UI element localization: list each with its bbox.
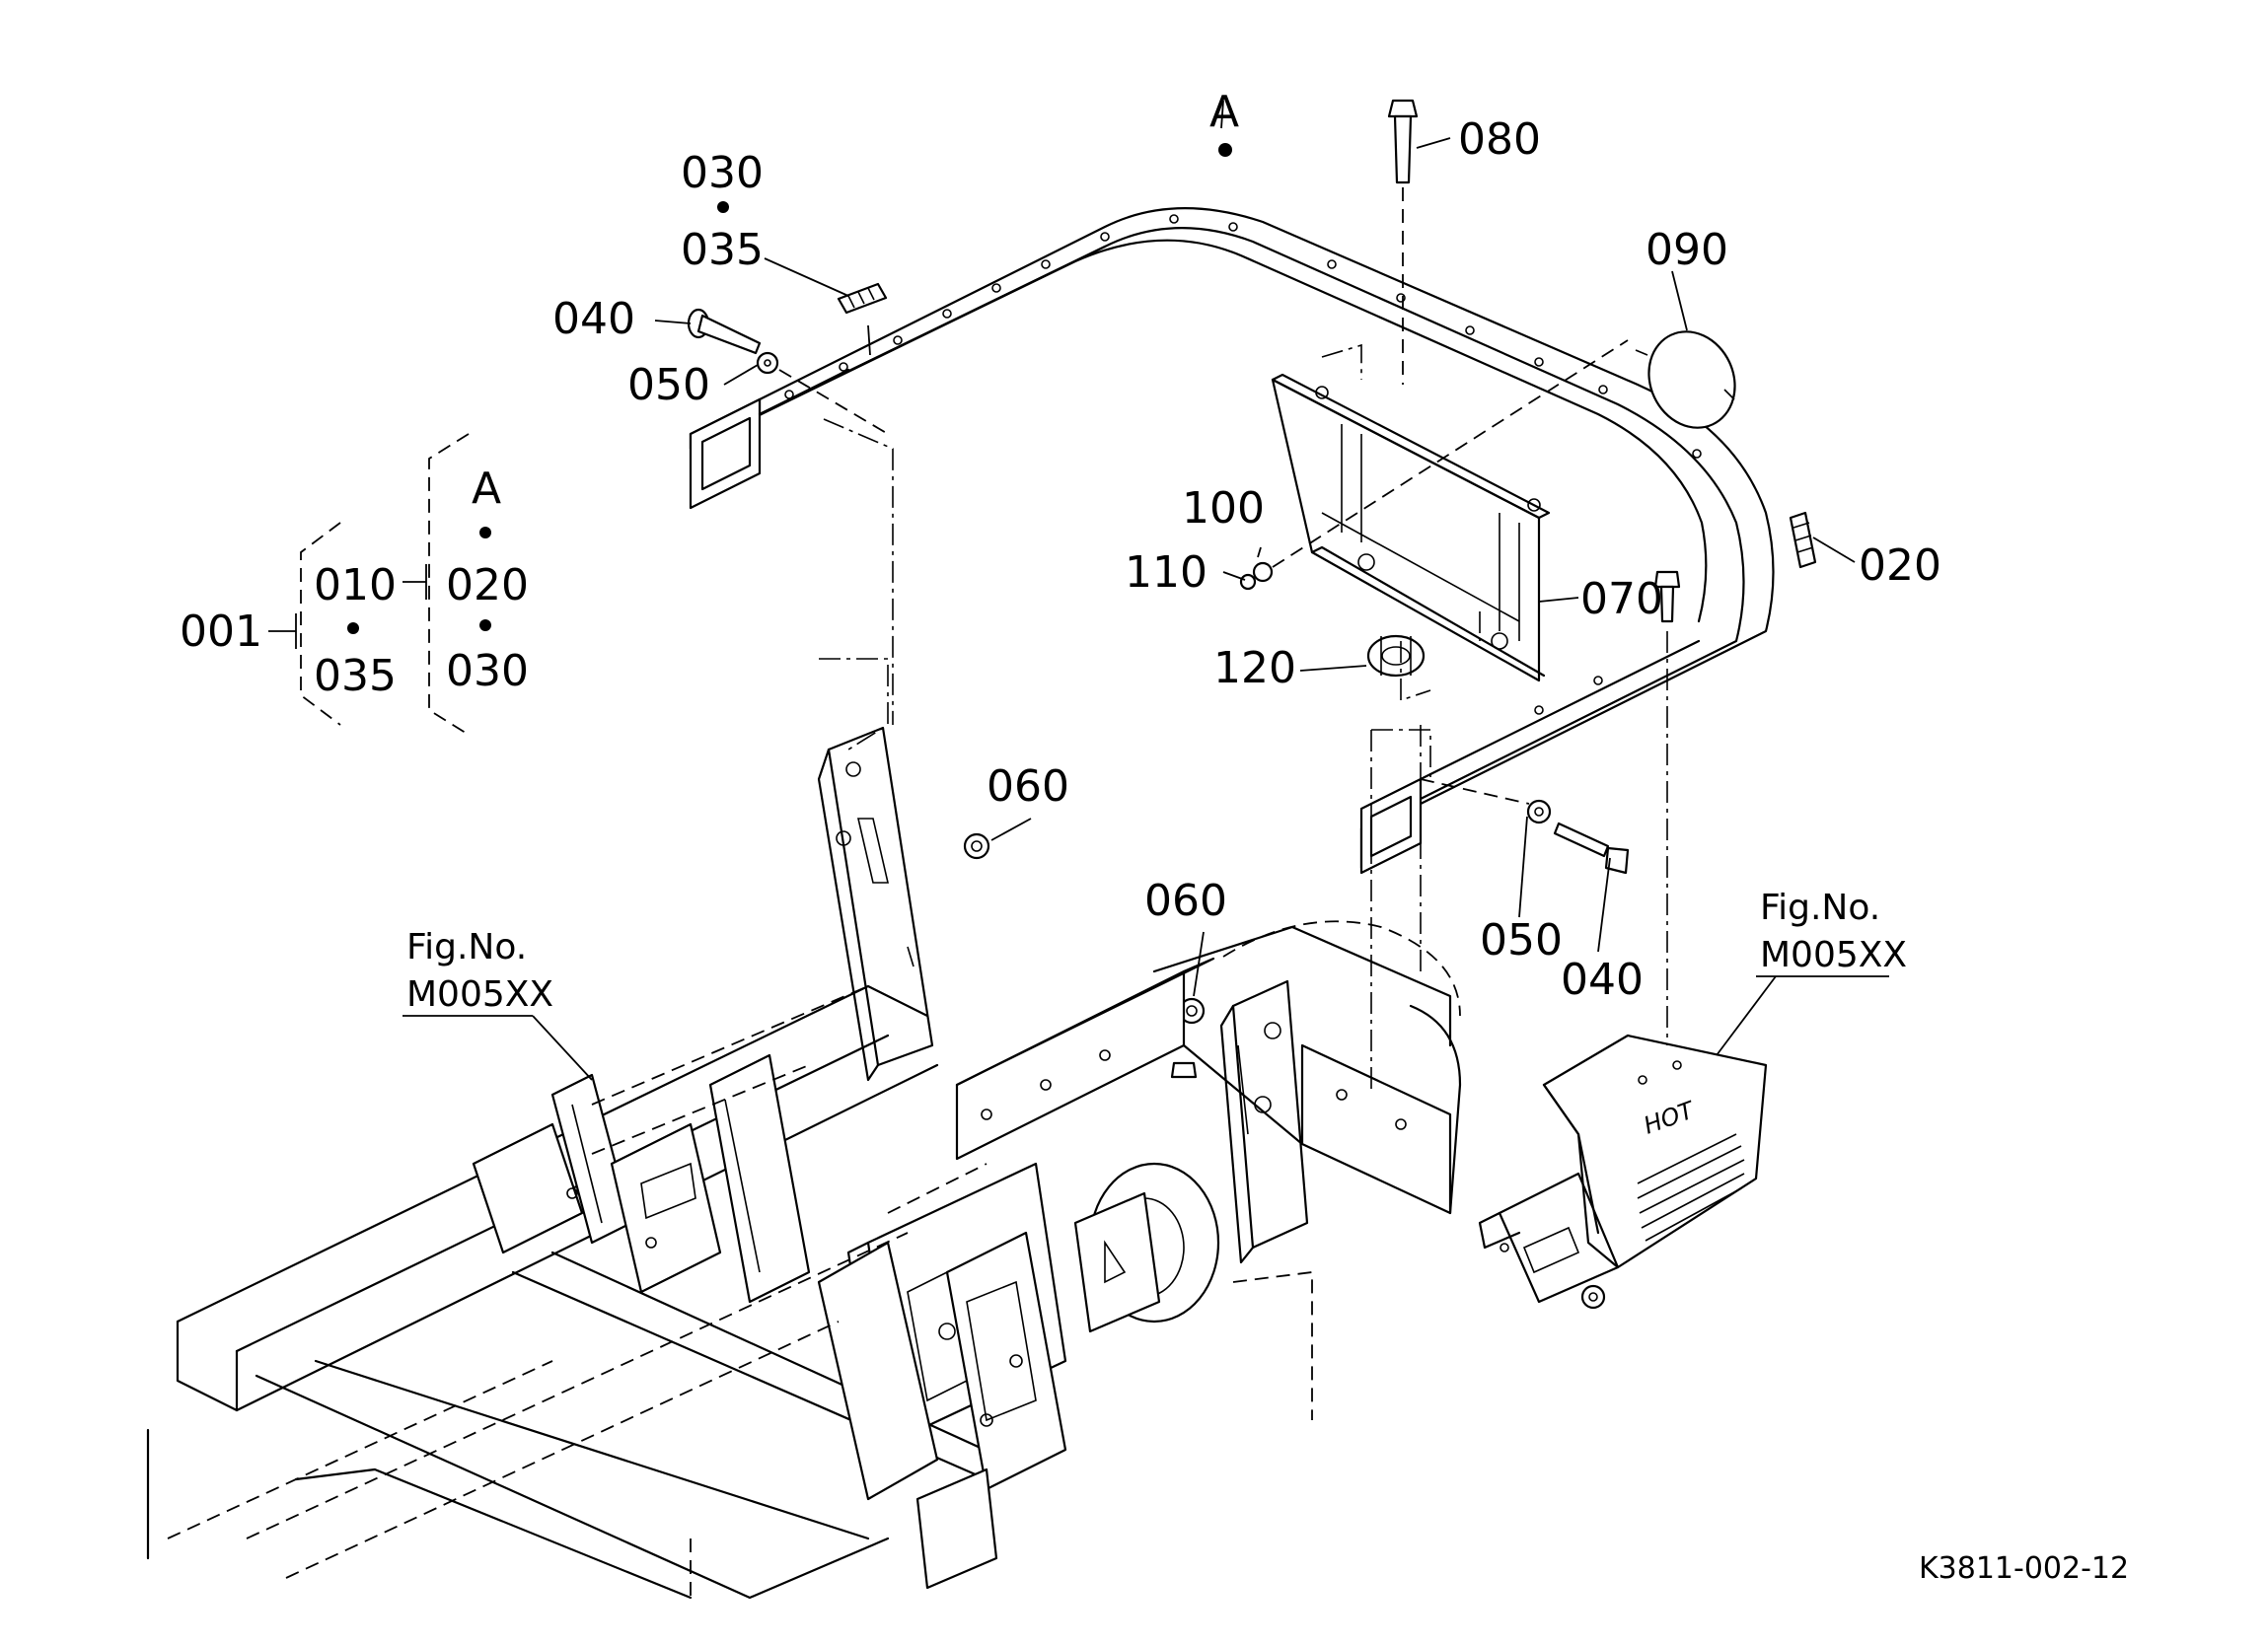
key-035: 035 [314, 651, 397, 701]
key-010: 010 [314, 560, 397, 610]
vent-slots [1637, 1133, 1745, 1242]
fig-ref-right: Fig.No. M005XX [1756, 888, 1907, 977]
callout-080: 080 [1458, 114, 1541, 165]
figure-code: K3811-002-12 [1919, 1551, 2129, 1586]
callout-110: 110 [1125, 547, 1207, 598]
reflector-090 [1635, 330, 1736, 429]
fig-ref-left: Fig.No. M005XX [402, 927, 553, 1017]
fig-ref-left-label: Fig.No. [406, 927, 527, 967]
decal-020 [1789, 511, 1817, 569]
leader-lines [532, 100, 1856, 1081]
rops-bar [689, 207, 1775, 875]
callout-120: 120 [1213, 643, 1296, 693]
nut-060-upper [963, 832, 990, 860]
callout-040-right: 040 [1561, 955, 1644, 1005]
key-020: 020 [446, 560, 529, 610]
callout-060-upper: 060 [987, 761, 1069, 812]
assembly-key: 001 010 035 A 020 030 [180, 433, 529, 736]
right-pillar [1219, 979, 1309, 1264]
callout-100: 100 [1182, 483, 1265, 534]
tray-070 [1271, 373, 1551, 682]
callout-090: 090 [1646, 225, 1728, 275]
callout-a-top: A [1209, 87, 1239, 137]
callout-035-top: 035 [681, 225, 764, 275]
nut-shield [1580, 1284, 1606, 1310]
callout-030-top: 030 [681, 148, 764, 198]
fig-ref-right-label: Fig.No. [1760, 888, 1880, 928]
decal-035 [837, 282, 888, 315]
washer-100-nut-110 [1239, 339, 1629, 591]
callout-020-right: 020 [1859, 540, 1941, 591]
callout-070: 070 [1580, 574, 1663, 624]
fig-ref-left-code: M005XX [406, 974, 553, 1015]
left-pillar [817, 726, 934, 1082]
callout-050-right: 050 [1480, 915, 1563, 966]
bolt-040-left [687, 308, 889, 435]
clamp-120 [1366, 634, 1426, 678]
key-030: 030 [446, 646, 529, 696]
callout-040-left: 040 [552, 294, 635, 344]
bolt-020-side [1653, 570, 1681, 623]
bolt-040-right [1420, 778, 1630, 875]
assembly-lines [819, 343, 1668, 1095]
muffler-shield: HOT [1478, 1034, 1768, 1304]
key-a: A [472, 464, 501, 514]
bolt-080 [1387, 99, 1419, 385]
main-frame [146, 920, 1462, 1600]
key-001: 001 [180, 607, 262, 657]
fig-ref-right-code: M005XX [1760, 935, 1907, 975]
bar-holes [784, 214, 1702, 715]
callout-labels: 030 035 A 080 090 040 050 100 110 070 12… [552, 87, 1941, 1005]
callout-050-left: 050 [627, 360, 710, 410]
callout-060-lower: 060 [1144, 876, 1227, 926]
